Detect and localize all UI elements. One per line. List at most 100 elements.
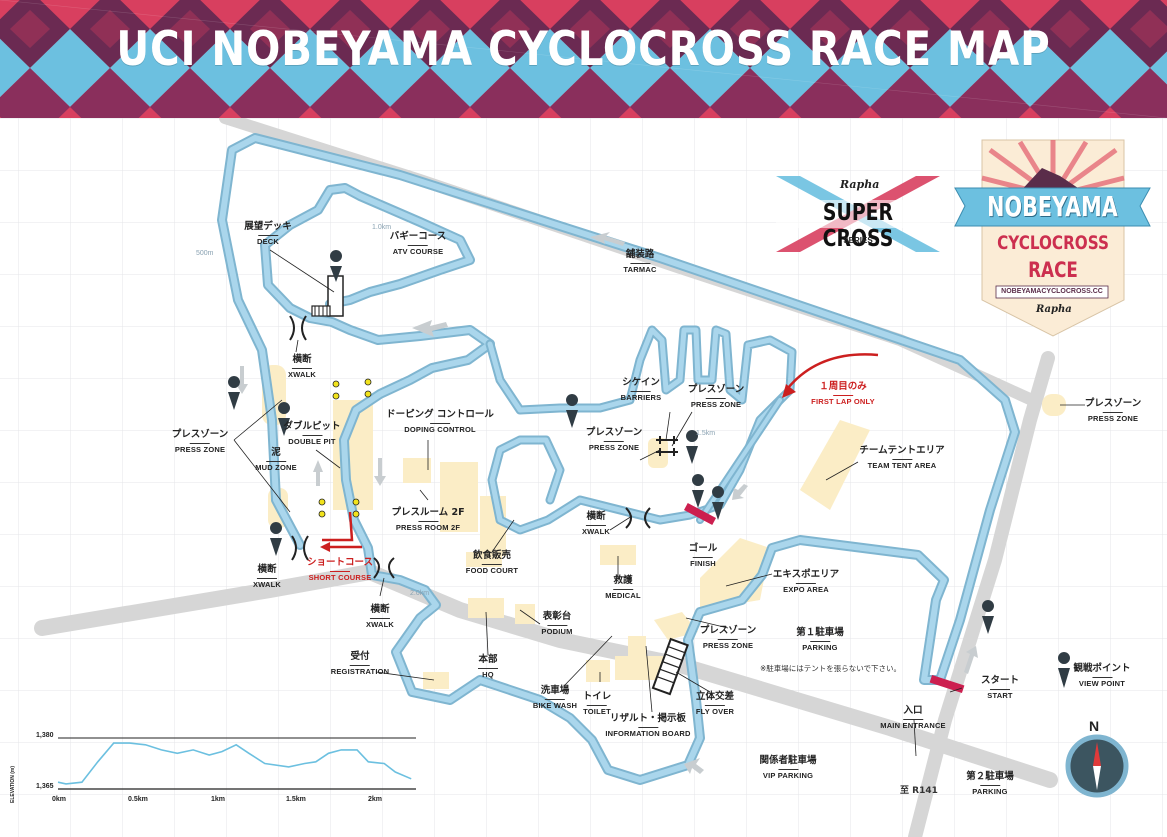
course-center-loops-fill: [487, 327, 795, 533]
compass-rose: [1065, 734, 1129, 798]
arrow-pit-up: [313, 460, 323, 486]
pin-deck: [330, 250, 343, 282]
header-banner: [0, 0, 1167, 118]
nobeyama-brand: Rapha: [1036, 304, 1072, 315]
checkered-flags: [683, 502, 965, 694]
xwalk-1: [289, 315, 307, 341]
nobeyama-line1: NOBEYAMA: [987, 190, 1118, 223]
arrow-upper: [412, 320, 448, 337]
distance-1km: 1.0km: [372, 224, 392, 231]
elevation-x-tick-05: 0.5km: [128, 796, 148, 803]
direction-arrows: [236, 232, 978, 774]
entrance-road: [908, 351, 1055, 837]
main-road: [34, 563, 1058, 788]
barriers-icon: [656, 436, 678, 456]
legend-pin: [1058, 652, 1071, 688]
zone-hq: [468, 598, 504, 618]
super-cross-sub: SERIES: [843, 236, 873, 245]
zone-registration: [423, 672, 449, 689]
arrow-bottom: [684, 758, 704, 774]
xwalk-4: [625, 507, 651, 529]
elevation-x-tick-1: 1km: [211, 796, 226, 803]
zone-teamtent: [800, 420, 870, 510]
pin-mud: [278, 402, 291, 436]
nobeyama-url: NOBEYAMACYCLOCROSS.CC: [1001, 288, 1103, 295]
page-title: UCI NOBEYAMA CYCLOCROSS RACE MAP: [116, 22, 1051, 77]
distance-2km: 2.0km: [410, 590, 430, 597]
super-cross-logo: [776, 176, 940, 252]
parking-note: ※駐車場にはテントを張らないで下さい。: [760, 664, 902, 673]
arrow-pit-down: [374, 458, 386, 486]
arrow-left-down: [236, 366, 248, 394]
r141-note: 至 R141: [900, 786, 938, 796]
short-course-arrow: [322, 511, 362, 549]
zone-doping: [403, 458, 431, 483]
red-route-arrows: [322, 353, 879, 549]
distance-500m: 500m: [196, 250, 214, 257]
elevation-line: [57, 742, 412, 785]
super-cross-name: SUPER CROSS: [822, 200, 894, 252]
course-map: [0, 118, 1167, 837]
leader-lines: [233, 249, 1085, 757]
pin-start: [982, 600, 995, 634]
deck-tower: [311, 275, 344, 317]
distance-15km: 1.5km: [696, 430, 716, 437]
short-course-arrowhead: [320, 542, 330, 552]
zone-medical: [600, 545, 636, 565]
elevation-profile: ELEVATION (m) 1,380 1,365 0km 0.5km 1km …: [0, 728, 430, 837]
nobeyama-line3: RACE: [1028, 258, 1078, 282]
course-first-lap-link-fill: [698, 398, 782, 522]
view-point-pins: [228, 250, 995, 634]
pin-barrier: [686, 430, 699, 464]
elevation-axis-label: ELEVATION (m): [10, 765, 16, 803]
finish-line: [683, 502, 717, 526]
nobeyama-line2: CYCLOCROSS: [997, 232, 1109, 254]
elevation-chart: [57, 737, 416, 790]
pin-finish2: [712, 486, 725, 520]
elevation-y-tick-low: 1,365: [36, 783, 54, 790]
super-cross-brand: Rapha: [840, 178, 880, 191]
pin-xwalk: [270, 522, 283, 556]
flyover-ramp: [651, 637, 689, 696]
start-line: [929, 674, 965, 694]
zone-press-right: [1042, 394, 1066, 416]
first-lap-arrowhead: [782, 384, 796, 398]
nobeyama-badge: [954, 139, 1151, 337]
zone-podium: [515, 604, 535, 624]
